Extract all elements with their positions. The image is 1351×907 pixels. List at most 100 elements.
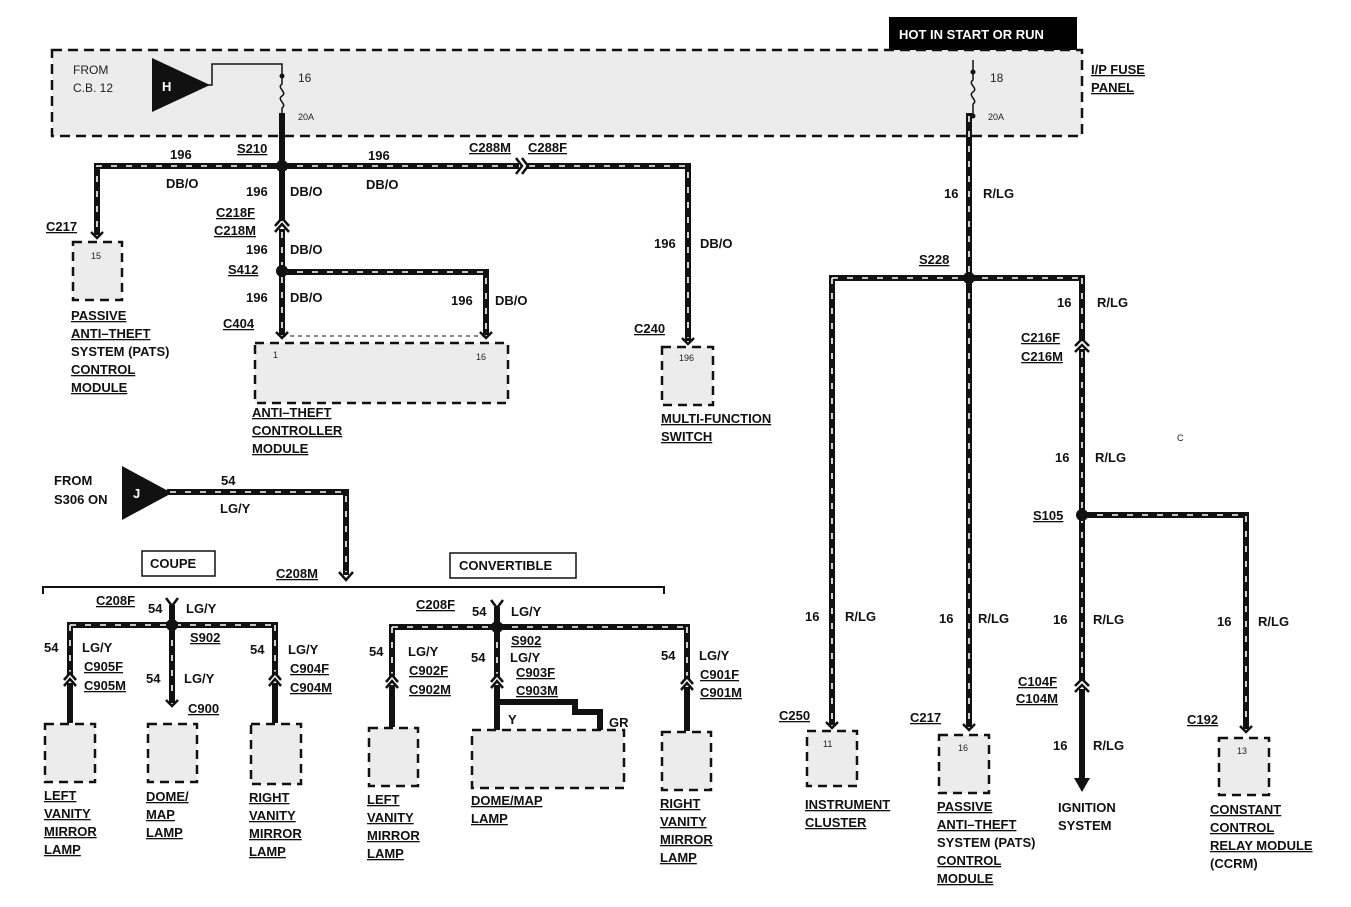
label-c904f: C904F xyxy=(290,661,329,676)
label-pats-w: 16 xyxy=(939,611,953,626)
label-rlg-a: R/LG xyxy=(1097,295,1128,310)
left-vanity-1: LEFT xyxy=(44,788,77,803)
label-lgy-top: LG/Y xyxy=(220,501,251,516)
dome-2: MAP xyxy=(146,807,175,822)
splice-s105 xyxy=(1076,509,1088,521)
label-c250: C250 xyxy=(779,708,810,723)
fuse-a-amp: 20A xyxy=(298,112,314,122)
label-l1-w: 54 xyxy=(44,640,59,655)
stray-mark: C xyxy=(1177,433,1184,443)
label-c288f: C288F xyxy=(528,140,567,155)
label-ign-c: R/LG xyxy=(1093,612,1124,627)
coupe-label: COUPE xyxy=(150,556,197,571)
label-l5-w: 54 xyxy=(471,650,486,665)
left-vanity-2: VANITY xyxy=(44,806,91,821)
label-l6-c: LG/Y xyxy=(699,648,730,663)
ccrm-label-1: CONSTANT xyxy=(1210,802,1281,817)
label-c217-left: C217 xyxy=(46,219,77,234)
right-vanity-1: RIGHT xyxy=(249,790,290,805)
splice-s902-conv xyxy=(491,621,503,633)
label-coupe-lgy: LG/Y xyxy=(186,601,217,616)
pats-right-4: CONTROL xyxy=(937,853,1001,868)
source-j-letter: J xyxy=(133,486,140,501)
label-c192: C192 xyxy=(1187,712,1218,727)
label-s105: S105 xyxy=(1033,508,1063,523)
right-vanity2-1: RIGHT xyxy=(660,796,701,811)
label-c216f: C216F xyxy=(1021,330,1060,345)
left-vanity-lamp-box xyxy=(43,722,97,784)
right-vanity2-2: VANITY xyxy=(660,814,707,829)
label-conv-lgy: LG/Y xyxy=(511,604,542,619)
connector-c217-right xyxy=(962,723,976,732)
mfs-label-2: SWITCH xyxy=(661,429,712,444)
ccrm-box xyxy=(1217,736,1271,797)
label-c902m: C902M xyxy=(409,682,451,697)
fuse-b-dot-top xyxy=(970,69,976,75)
label-l4-c: LG/Y xyxy=(408,644,439,659)
fuse-b-wire: 18 xyxy=(990,71,1004,85)
pats-left-3: SYSTEM (PATS) xyxy=(71,344,169,359)
label-rlg-b: R/LG xyxy=(1095,450,1126,465)
left-vanity2-4: LAMP xyxy=(367,846,404,861)
label-c901f: C901F xyxy=(700,667,739,682)
label-c404: C404 xyxy=(223,316,255,331)
label-l2-w: 54 xyxy=(146,671,161,686)
ccrm-label-3: RELAY MODULE xyxy=(1210,838,1313,853)
label-ign-c2: R/LG xyxy=(1093,738,1124,753)
label-w196-d: 196 xyxy=(246,242,268,257)
label-dbo-c: DB/O xyxy=(290,184,323,199)
label-w196-b: 196 xyxy=(368,148,390,163)
ignition-label-1: IGNITION xyxy=(1058,800,1116,815)
label-ic-c: R/LG xyxy=(845,609,876,624)
anti-theft-controller-box xyxy=(253,341,510,405)
pats-right-2: ANTI–THEFT xyxy=(937,817,1017,832)
connector-c288 xyxy=(515,157,530,175)
label-dbo-g: DB/O xyxy=(700,236,733,251)
label-dbo-f: DB/O xyxy=(495,293,528,308)
pats-right-pin: 16 xyxy=(958,743,968,753)
connector-c216 xyxy=(1074,337,1090,353)
label-w196-a: 196 xyxy=(170,147,192,162)
label-c288m: C288M xyxy=(469,140,511,155)
dome-3: LAMP xyxy=(146,825,183,840)
splice-s228 xyxy=(963,272,975,284)
from-s306-2: S306 ON xyxy=(54,492,107,507)
atc-pin1: 1 xyxy=(273,350,278,360)
left-vanity-4: LAMP xyxy=(44,842,81,857)
atc-pin16: 16 xyxy=(476,352,486,362)
label-dbo-e: DB/O xyxy=(290,290,323,305)
connector-c104 xyxy=(1074,677,1090,693)
pats-right-5: MODULE xyxy=(937,871,994,886)
connector-c901 xyxy=(680,675,694,691)
ip-fuse-panel xyxy=(50,48,1084,138)
left-vanity2-3: MIRROR xyxy=(367,828,420,843)
connector-c208f-coupe xyxy=(165,597,179,612)
ccrm-label-2: CONTROL xyxy=(1210,820,1274,835)
label-s902-coupe: S902 xyxy=(190,630,220,645)
pats-left-2: ANTI–THEFT xyxy=(71,326,151,341)
right-vanity-conv-box xyxy=(660,730,713,792)
label-l3-c: LG/Y xyxy=(288,642,319,657)
domemap-1: DOME/MAP xyxy=(471,793,543,808)
ignition-arrow xyxy=(1074,778,1090,792)
fuse-panel-label-2: PANEL xyxy=(1091,80,1134,95)
label-c208f-conv: C208F xyxy=(416,597,455,612)
label-pats-c: R/LG xyxy=(978,611,1009,626)
label-w196-f: 196 xyxy=(451,293,473,308)
fuse-panel-label-1: I/P FUSE xyxy=(1091,62,1145,77)
ic-label-2: CLUSTER xyxy=(805,815,867,830)
connector-c903 xyxy=(490,673,504,689)
label-c217-right: C217 xyxy=(910,710,941,725)
fuse-a-symbol xyxy=(279,72,285,116)
convertible-label: CONVERTIBLE xyxy=(459,558,553,573)
label-rlg-main: R/LG xyxy=(983,186,1014,201)
connector-c208f-conv xyxy=(490,599,504,614)
connector-c192 xyxy=(1239,725,1253,734)
from-cb-label-1: FROM xyxy=(73,63,108,77)
fuse-b-symbol xyxy=(970,60,976,116)
label-w16-b: 16 xyxy=(1055,450,1069,465)
connector-c404-b xyxy=(479,331,493,340)
dome-map-conv-box xyxy=(470,728,626,790)
connector-c902 xyxy=(385,673,399,689)
